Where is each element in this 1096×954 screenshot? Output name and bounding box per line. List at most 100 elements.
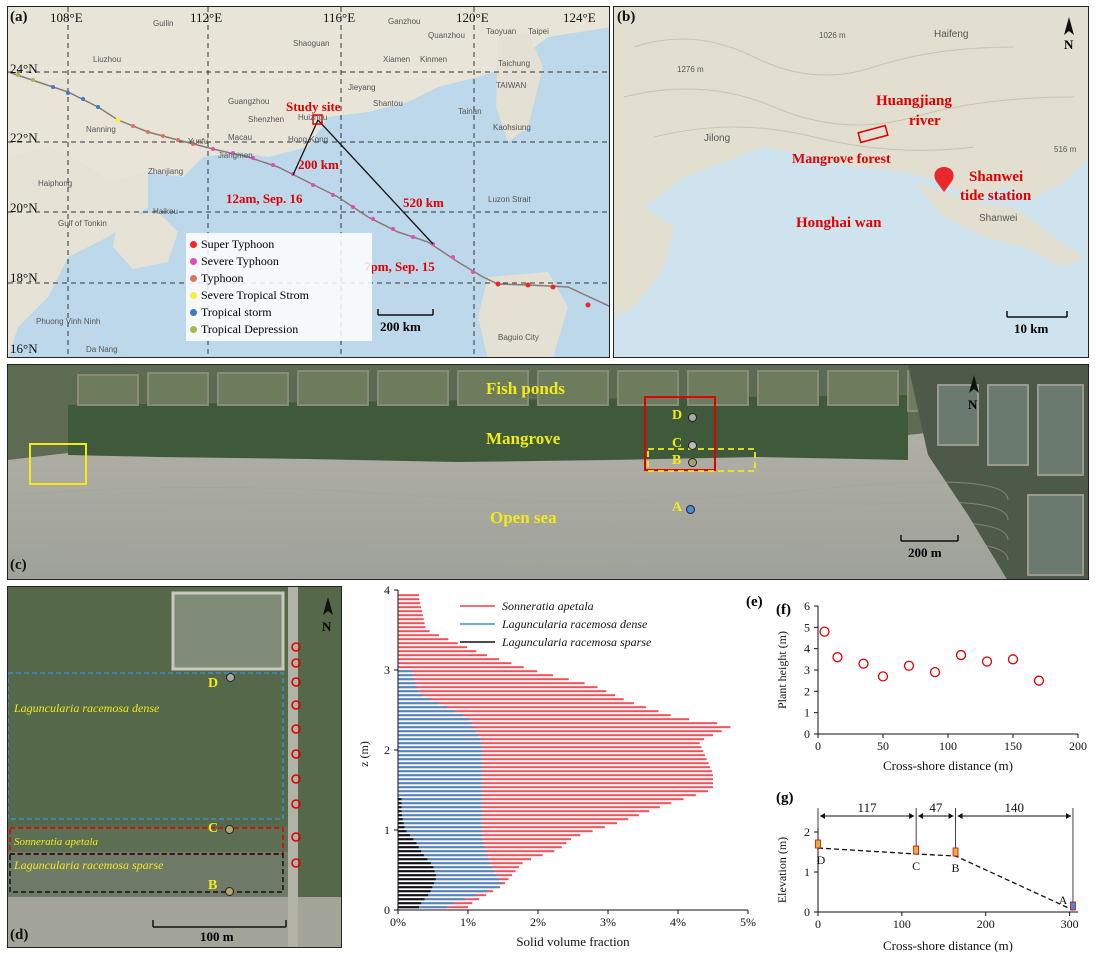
bar-2 — [398, 906, 419, 909]
x-tick-label: 1% — [460, 915, 476, 929]
bar-0 — [398, 626, 426, 629]
panel-a-map-svg — [8, 7, 609, 357]
bar-1 — [398, 754, 482, 757]
bar-0 — [398, 790, 709, 793]
bar-1 — [398, 730, 476, 733]
bar-0 — [398, 810, 650, 813]
panel-c-photo-svg — [8, 365, 1088, 579]
bar-1 — [398, 810, 482, 813]
bar-1 — [398, 738, 481, 741]
y-axis-label: Elevation (m) — [775, 837, 789, 903]
bar-2 — [398, 826, 405, 829]
bar-1 — [398, 854, 488, 857]
fish-ponds-label: Fish ponds — [486, 379, 565, 398]
point-c-marker — [688, 441, 697, 450]
bar-1 — [398, 874, 497, 877]
north-arrow-label: N — [968, 397, 978, 412]
x-tick-label: 150 — [1004, 739, 1022, 753]
bar-1 — [398, 710, 455, 713]
point-d-marker — [226, 673, 235, 682]
bar-1 — [398, 894, 477, 897]
point-c-label: C — [208, 821, 219, 836]
bar-2 — [398, 802, 402, 805]
bar-0 — [398, 742, 700, 745]
city-label: Gulf of Tonkin — [58, 219, 107, 228]
bar-1 — [398, 670, 412, 673]
bar-1 — [398, 706, 447, 709]
segment-arrow — [1065, 813, 1071, 819]
sonneratia-zone-label: Sonneratia apetala — [14, 836, 99, 848]
x-tick-label: 3% — [600, 915, 616, 929]
city-label: Phuong Vinh Ninh — [36, 317, 101, 326]
panel-c-label: (c) — [10, 557, 27, 573]
bar-1 — [398, 834, 482, 837]
bar-2 — [398, 834, 410, 837]
station-label: D — [817, 853, 826, 867]
city-label: Taoyuan — [486, 27, 517, 36]
panel-d-label: (d) — [10, 927, 29, 943]
mangrove-forest-label: Mangrove forest — [792, 152, 891, 167]
bar-2 — [398, 830, 407, 833]
bar-1 — [398, 734, 479, 737]
y-tick-label: 0 — [384, 903, 390, 917]
bar-0 — [398, 678, 569, 681]
panel-c-aerial-photo: Fish ponds Mangrove Open sea D C B A N 2… — [7, 364, 1089, 580]
bar-1 — [398, 694, 423, 697]
point-b-marker — [688, 458, 697, 467]
bar-0 — [398, 622, 425, 625]
bar-0 — [398, 782, 713, 785]
bar-1 — [398, 902, 454, 905]
x-tick-label: 100 — [893, 917, 911, 931]
x-tick-label: 0% — [390, 915, 406, 929]
dense-zone-label: Laguncularia racemosa dense — [14, 701, 160, 715]
segment-arrow — [820, 813, 825, 819]
bar-0 — [398, 606, 422, 609]
bar-0 — [398, 830, 593, 833]
city-label: Zhanjiang — [148, 167, 184, 176]
bar-0 — [398, 730, 722, 733]
city-label: Yunfu — [188, 137, 209, 146]
elevation-line — [817, 847, 1074, 911]
scale-label: 10 km — [1014, 321, 1049, 336]
bar-1 — [398, 682, 416, 685]
bar-0 — [398, 630, 430, 633]
distance-520-label: 520 km — [403, 195, 444, 210]
y-tick-label: 1 — [804, 865, 810, 879]
legend-swatch — [190, 275, 197, 282]
scatter-point — [819, 626, 830, 637]
bar-0 — [398, 818, 629, 821]
scatter-point — [903, 660, 915, 671]
scatter-point — [981, 656, 993, 667]
bar-0 — [398, 838, 572, 841]
place-label: Haifeng — [934, 29, 969, 40]
bar-0 — [398, 698, 624, 701]
segment-label: 47 — [929, 800, 943, 815]
bar-1 — [398, 818, 482, 821]
north-arrow-label: N — [1064, 37, 1074, 52]
bar-1 — [398, 726, 474, 729]
bar-0 — [398, 822, 618, 825]
bar-1 — [398, 774, 482, 777]
bar-0 — [398, 650, 477, 653]
bar-1 — [398, 890, 488, 893]
city-label: Liuzhou — [93, 55, 122, 64]
bar-0 — [398, 770, 712, 773]
bar-1 — [398, 714, 464, 717]
lat-label: 20°N — [10, 200, 38, 215]
y-tick-label: 4 — [804, 642, 810, 656]
bar-1 — [398, 674, 413, 677]
bar-2 — [398, 838, 414, 841]
bar-1 — [398, 698, 431, 701]
panel-b-label: (b) — [617, 9, 636, 25]
lon-label: 120°E — [456, 10, 489, 25]
x-tick-label: 200 — [1069, 739, 1087, 753]
point-a-marker — [686, 505, 695, 514]
station-marker — [952, 847, 959, 857]
bar-1 — [398, 826, 482, 829]
bar-2 — [398, 846, 419, 849]
typhoon-legend: Super Typhoon Severe Typhoon Typhoon Sev… — [186, 233, 372, 341]
bar-1 — [398, 814, 482, 817]
scale-label: 200 m — [908, 545, 942, 560]
